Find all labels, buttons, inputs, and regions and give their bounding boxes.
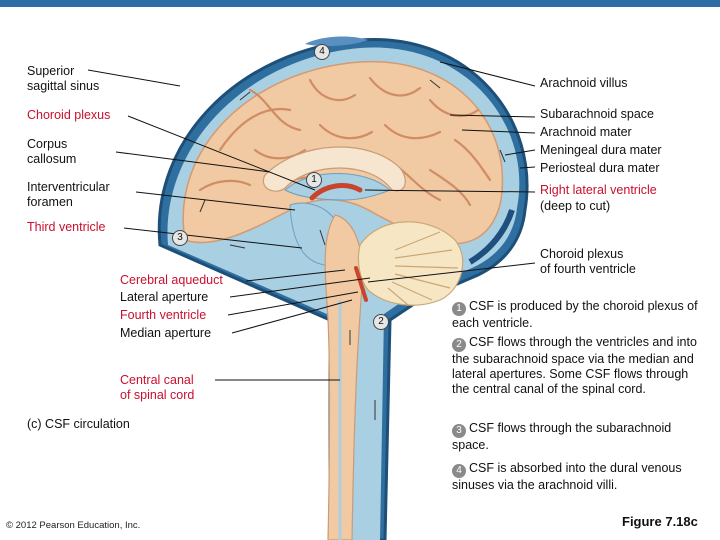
superior-sagittal-sinus: [305, 36, 368, 47]
marker-4: 4: [314, 44, 330, 60]
label-periosteal-dura-mater: Periosteal dura mater: [540, 161, 660, 175]
label-deep-to-cut: (deep to cut): [540, 199, 611, 213]
label-third-ventricle: Third ventricle: [27, 220, 106, 234]
label-lateral-aperture: Lateral aperture: [120, 290, 209, 304]
step-1-number: 1: [452, 302, 466, 316]
step-3-text: CSF flows through the subarachnoid space…: [452, 421, 672, 452]
label-superior-sagittal-sinus: Superior sagittal sinus: [27, 64, 100, 93]
label-corpus-callosum: Corpus callosum: [27, 137, 77, 166]
marker-1: 1: [306, 172, 322, 188]
fourth-ventricle-choroid: [354, 266, 368, 302]
label-cerebral-aqueduct: Cerebral aqueduct: [120, 273, 223, 287]
label-right-lateral-ventricle: Right lateral ventricle: [540, 183, 657, 197]
cerebellum-folia: [387, 231, 459, 306]
step-3-number: 3: [452, 424, 466, 438]
gyri: [198, 76, 492, 207]
choroid-plexus: [309, 183, 363, 201]
copyright-notice: © 2012 Pearson Education, Inc.: [6, 520, 141, 531]
label-median-aperture: Median aperture: [120, 326, 212, 340]
leader-lines: [87, 61, 536, 381]
label-arachnoid-mater: Arachnoid mater: [540, 125, 632, 139]
marker-3: 3: [172, 230, 188, 246]
label-central-canal: Central canal of spinal cord: [120, 373, 195, 402]
label-interventricular-foramen: Interventricular foramen: [27, 180, 110, 209]
marker-2: 2: [373, 314, 389, 330]
cerebellum: [357, 221, 464, 306]
step-2-text: CSF flows through the ventricles and int…: [452, 335, 697, 396]
figure-caption: (c) CSF circulation: [27, 417, 130, 431]
step-4-number: 4: [452, 464, 466, 478]
top-bar: [0, 0, 720, 7]
label-choroid-plexus-fourth-ventricle: Choroid plexus of fourth ventricle: [540, 247, 636, 276]
step-1-text: CSF is produced by the choroid plexus of…: [452, 299, 698, 330]
label-meningeal-dura-mater: Meningeal dura mater: [540, 143, 662, 157]
step-2-number: 2: [452, 338, 466, 352]
flow-arrows: [199, 79, 506, 420]
label-arachnoid-villus: Arachnoid villus: [540, 76, 628, 90]
figure-number: Figure 7.18c: [622, 514, 698, 529]
step-4-text: CSF is absorbed into the dural venous si…: [452, 461, 682, 492]
label-choroid-plexus: Choroid plexus: [27, 108, 111, 122]
label-subarachnoid-space: Subarachnoid space: [540, 107, 654, 121]
label-fourth-ventricle: Fourth ventricle: [120, 308, 207, 322]
venous-sinus: [468, 209, 515, 265]
